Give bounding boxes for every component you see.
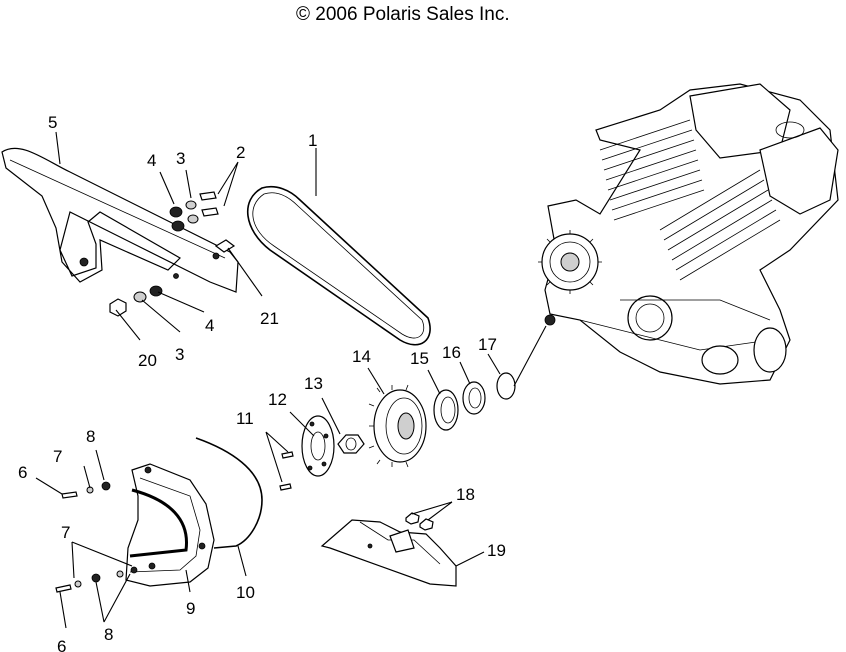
callout-16: 16 bbox=[442, 343, 461, 362]
guard-hardware-lower bbox=[109, 285, 163, 317]
callout-14: 14 bbox=[352, 347, 371, 366]
callout-9: 9 bbox=[186, 599, 195, 618]
callout-8-upper: 8 bbox=[86, 427, 95, 446]
callout-4-upper: 4 bbox=[147, 151, 156, 170]
snap-ring bbox=[496, 372, 516, 400]
callout-1: 1 bbox=[308, 131, 317, 150]
pulley-plate bbox=[301, 415, 335, 477]
callout-15: 15 bbox=[410, 349, 429, 368]
callout-3-lower: 3 bbox=[175, 345, 184, 364]
callout-18: 18 bbox=[456, 485, 475, 504]
callout-7-lower: 7 bbox=[61, 523, 70, 542]
callout-19: 19 bbox=[487, 541, 506, 560]
pulley-nut bbox=[337, 434, 365, 454]
callout-7-upper: 7 bbox=[53, 447, 62, 466]
callout-13: 13 bbox=[304, 374, 323, 393]
callout-21: 21 bbox=[260, 309, 279, 328]
pulley-bearing bbox=[462, 381, 486, 415]
callout-labels: 1 2 3 3 4 4 5 6 6 7 7 8 8 9 10 11 12 13 … bbox=[18, 113, 506, 652]
skid-plate bbox=[320, 519, 457, 587]
callout-20: 20 bbox=[138, 351, 157, 370]
leader-lines bbox=[35, 131, 547, 629]
drive-belt bbox=[247, 185, 431, 346]
callout-10: 10 bbox=[236, 583, 255, 602]
skid-plate-bolts bbox=[405, 512, 434, 531]
callout-6-lower: 6 bbox=[57, 637, 66, 652]
plate-bolts bbox=[279, 451, 294, 491]
guard-cable bbox=[195, 437, 263, 549]
copyright-text: © 2006 Polaris Sales Inc. bbox=[296, 4, 510, 25]
lower-sprocket-cover bbox=[125, 463, 215, 587]
belt-guard-upper bbox=[1, 147, 239, 293]
callout-5: 5 bbox=[48, 113, 57, 132]
guard-hardware-upper bbox=[169, 191, 236, 253]
drive-sprocket bbox=[368, 384, 427, 468]
callout-12: 12 bbox=[268, 390, 287, 409]
callout-4-lower: 4 bbox=[205, 316, 214, 335]
engine-assembly bbox=[538, 83, 839, 385]
cover-screws bbox=[55, 481, 138, 593]
callout-6-upper: 6 bbox=[18, 463, 27, 482]
callout-8-lower: 8 bbox=[104, 625, 113, 644]
callout-17: 17 bbox=[478, 335, 497, 354]
callout-11: 11 bbox=[236, 409, 254, 428]
callout-2: 2 bbox=[236, 143, 245, 162]
pulley-spacer bbox=[433, 389, 459, 431]
callout-3-upper: 3 bbox=[176, 149, 185, 168]
